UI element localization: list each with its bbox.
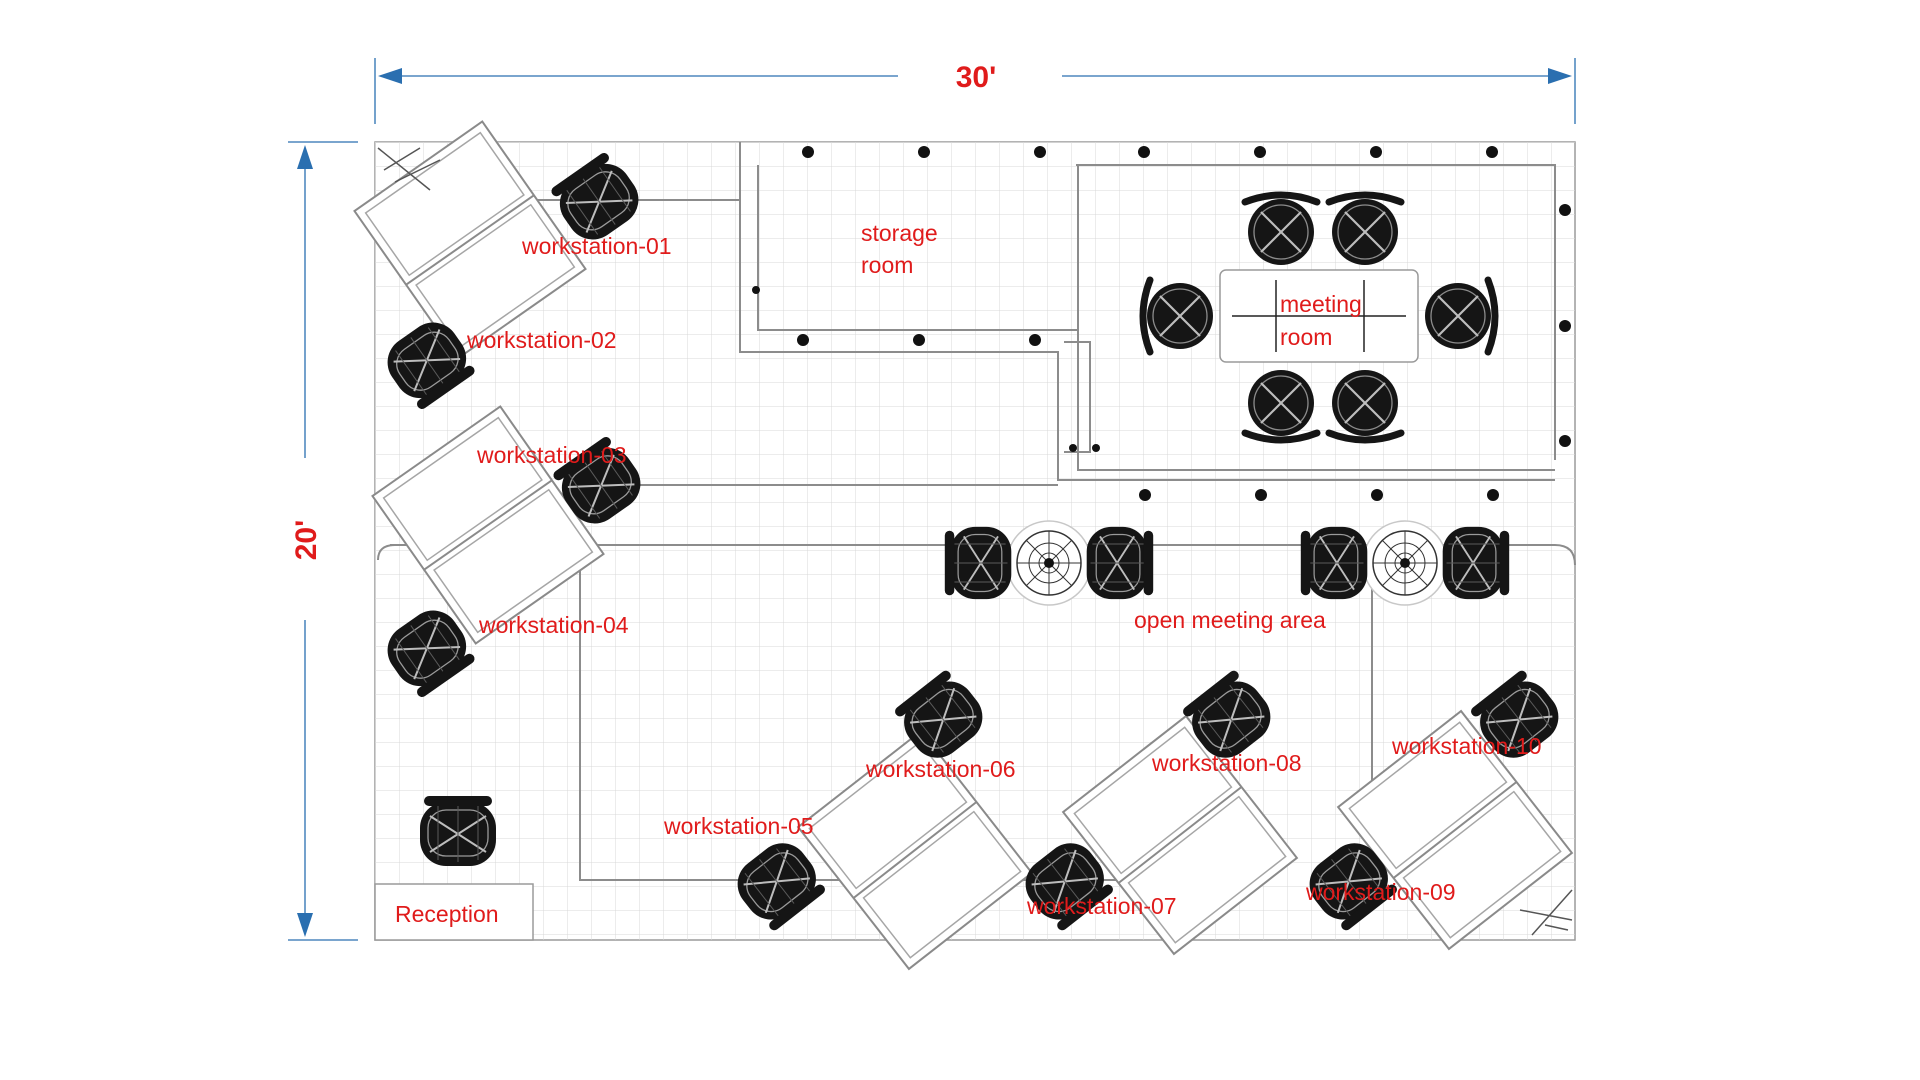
workstation-label: workstation-07 — [1026, 893, 1177, 919]
open-meeting-set-2 — [1299, 520, 1511, 606]
open-meeting-set-1 — [943, 520, 1155, 606]
workstation-label: workstation-08 — [1151, 750, 1302, 776]
ceiling-light-icon — [797, 334, 809, 346]
ceiling-light-icon — [1069, 444, 1077, 452]
workstation-label: workstation-03 — [476, 442, 627, 468]
meeting-room-label-line2: room — [1280, 324, 1332, 350]
office-chair-icon — [419, 795, 497, 867]
arrow-right-icon — [1548, 68, 1572, 84]
workstation-label: workstation-06 — [865, 756, 1016, 782]
open-meeting-area-label: open meeting area — [1134, 607, 1326, 633]
ceiling-light-icon — [1371, 489, 1383, 501]
ceiling-light-icon — [1559, 204, 1571, 216]
ceiling-light-icon — [1255, 489, 1267, 501]
workstation-label: workstation-09 — [1305, 879, 1456, 905]
ceiling-light-icon — [1486, 146, 1498, 158]
ceiling-light-icon — [1138, 146, 1150, 158]
ceiling-lights — [752, 146, 1571, 501]
office-chair-icon — [943, 525, 1013, 601]
height-label: 20' — [290, 520, 323, 561]
workstation-label: workstation-02 — [466, 327, 617, 353]
office-chair-icon — [1441, 525, 1511, 601]
ceiling-light-icon — [802, 146, 814, 158]
ceiling-light-icon — [913, 334, 925, 346]
width-dimension: 30' — [374, 58, 1576, 124]
storage-room-label-line1: storage — [861, 220, 938, 246]
ceiling-light-icon — [1559, 435, 1571, 447]
workstation-label: workstation-05 — [663, 813, 814, 839]
ceiling-light-icon — [1029, 334, 1041, 346]
arrow-left-icon — [378, 68, 402, 84]
workstation-label: workstation-04 — [478, 612, 629, 638]
corner-fixture — [377, 147, 1573, 936]
office-chair-icon — [1085, 525, 1155, 601]
ceiling-light-icon — [1487, 489, 1499, 501]
ceiling-light-icon — [1559, 320, 1571, 332]
storage-room-label-line2: room — [861, 252, 913, 278]
workstation-label: workstation-01 — [521, 233, 672, 259]
ceiling-light-icon — [1254, 146, 1266, 158]
reception-desk — [374, 883, 534, 941]
ceiling-light-icon — [1092, 444, 1100, 452]
ceiling-light-icon — [918, 146, 930, 158]
office-chair-icon — [1299, 525, 1369, 601]
arrow-down-icon — [297, 913, 313, 937]
height-dimension: 20' — [288, 141, 358, 941]
ceiling-light-icon — [752, 286, 760, 294]
workstation-label: workstation-10 — [1391, 733, 1542, 759]
width-label: 30' — [956, 61, 997, 94]
arrow-up-icon — [297, 145, 313, 169]
reception-label: Reception — [395, 901, 499, 927]
ceiling-light-icon — [1034, 146, 1046, 158]
meeting-room-label-line1: meeting — [1280, 291, 1362, 317]
meeting-table — [1219, 269, 1419, 363]
ceiling-light-icon — [1370, 146, 1382, 158]
ceiling-light-icon — [1139, 489, 1151, 501]
